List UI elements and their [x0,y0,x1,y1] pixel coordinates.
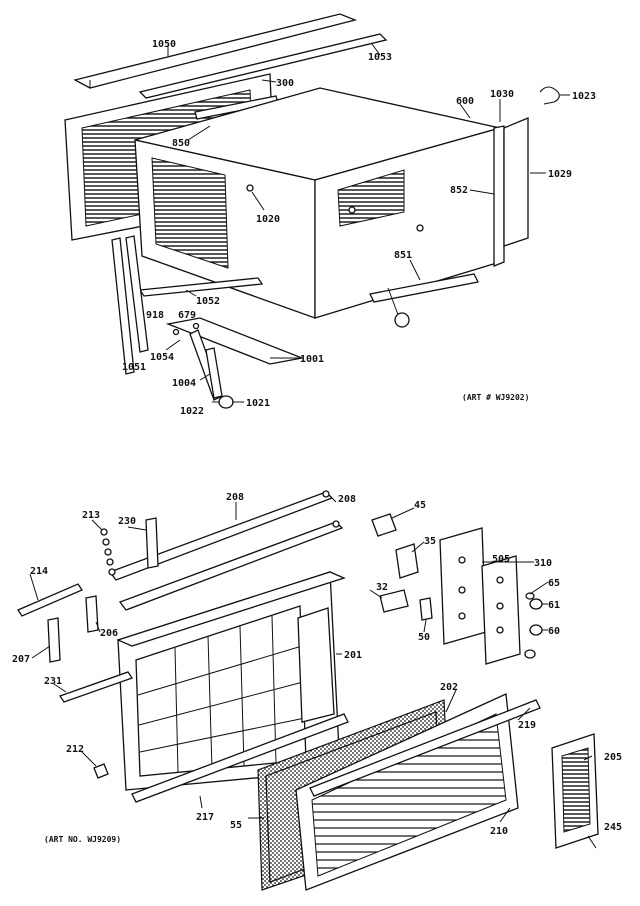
seal-852 [493,125,505,267]
side-rail-1051-right [125,235,149,353]
rail-208-lower [118,521,344,611]
label-852: 852 [450,185,468,196]
plate-310 [481,555,521,665]
label-212: 212 [66,744,84,755]
front-frame-cells [137,615,306,773]
top-rail-1053 [138,33,388,99]
cabinet-left-louvers [151,157,229,269]
connector-50 [419,597,433,621]
label-1050: 1050 [152,39,176,50]
label-310: 310 [534,558,552,569]
knob-65 [525,592,535,600]
label-60: 60 [548,626,560,637]
label-65: 65 [548,578,560,589]
knob-60 [529,624,543,636]
label-1053: 1053 [368,52,392,63]
label-1022: 1022 [180,406,204,417]
lower-assembly: 208 208 213 230 45 35 505 310 214 32 65 … [12,490,622,891]
art-caption-upper: (ART # WJ9202) [462,393,529,402]
label-219: 219 [518,720,536,731]
frame-control-window [297,607,335,723]
control-box [439,527,487,645]
chain-213 [100,528,116,576]
label-214: 214 [30,566,48,577]
bar-217 [131,713,349,803]
label-201: 201 [344,650,362,661]
label-208-a: 208 [226,492,244,503]
label-213: 213 [82,510,100,521]
foot-851 [394,312,410,328]
label-505: 505 [492,554,510,565]
label-600: 600 [456,96,474,107]
front-frame-top-edge [116,571,346,647]
bar-219 [309,699,541,797]
clip-207 [47,617,61,663]
leg-1004-b [205,347,223,399]
label-850: 850 [172,138,190,149]
foot-1021 [218,395,234,409]
capacitor-32 [379,589,409,613]
label-1052: 1052 [196,296,220,307]
label-205: 205 [604,752,622,763]
label-45: 45 [414,500,426,511]
top-rail-1050 [73,13,358,89]
label-918: 918 [146,310,164,321]
label-1030: 1030 [490,89,514,100]
bar-231 [58,671,134,703]
knob-212 [93,763,109,779]
label-1054: 1054 [150,352,174,363]
strap-1023 [539,86,560,105]
label-35: 35 [424,536,436,547]
label-245: 245 [604,822,622,833]
label-230: 230 [118,516,136,527]
label-679: 679 [178,310,196,321]
gasket-1029 [503,117,529,247]
label-851: 851 [394,250,412,261]
label-1020: 1020 [256,214,280,225]
knob-61 [529,598,543,610]
label-1004: 1004 [172,378,196,389]
switch-35 [395,543,419,579]
bar-214 [17,583,83,617]
knob-extra [524,649,536,659]
label-61: 61 [548,600,560,611]
label-207: 207 [12,654,30,665]
label-202: 202 [440,682,458,693]
bracket-206 [85,595,99,633]
label-208-b: 208 [338,494,356,505]
label-32: 32 [376,582,388,593]
side-panel-205-inner [561,747,591,833]
label-50: 50 [418,632,430,643]
label-1021: 1021 [246,398,270,409]
label-210: 210 [490,826,508,837]
label-1029: 1029 [548,169,572,180]
label-231: 231 [44,676,62,687]
strip-230 [145,517,159,569]
label-1023: 1023 [572,91,596,102]
label-55: 55 [230,820,242,831]
side-rail-1051-left [111,237,135,375]
thermostat-45 [371,513,397,537]
label-1051: 1051 [122,362,146,373]
rail-1001 [165,317,305,365]
label-1001: 1001 [300,354,324,365]
art-caption-lower: (ART NO. WJ9209) [44,835,121,844]
upper-assembly: 1050 1053 300 850 600 1030 1023 1029 852… [64,13,596,417]
channel-1052 [138,277,264,297]
label-217: 217 [196,812,214,823]
support-851 [369,273,479,303]
label-206: 206 [100,628,118,639]
label-300: 300 [276,78,294,89]
